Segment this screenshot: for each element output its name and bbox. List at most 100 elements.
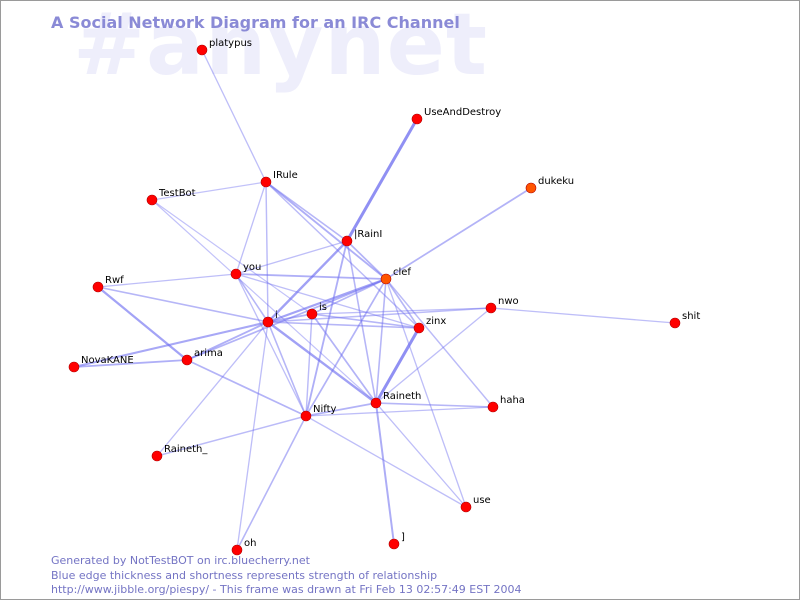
node-TestBot: TestBot: [146, 188, 196, 206]
node-label: Raineth: [383, 391, 421, 402]
node-NovaKANE: NovaKANE: [68, 355, 134, 373]
edge-i-NovaKANE: [72, 320, 270, 369]
edge-arima-Nifty: [186, 359, 307, 417]
node-you: you: [230, 262, 261, 280]
node-dukeku: dukeku: [525, 176, 574, 194]
edge-Nifty-haha: [305, 406, 494, 417]
edge-is-zinx: [311, 313, 420, 329]
node-dot: [181, 354, 193, 366]
edge-you-i: [235, 273, 269, 323]
edge-Raineth-use: [375, 402, 467, 508]
edge-Nifty-Raineth_: [156, 415, 307, 457]
edge-IRainI-Nifty: [305, 240, 348, 417]
node-dot: [411, 113, 423, 125]
node-Raineth: Raineth: [370, 391, 421, 409]
node-dot: [92, 281, 104, 293]
node-dot: [487, 401, 499, 413]
edge-i-zinx: [267, 321, 420, 329]
node-label: ]: [401, 532, 405, 543]
node-dot: [300, 410, 312, 422]
node-Nifty: Nifty: [300, 404, 337, 422]
edge-is-Raineth: [311, 313, 377, 404]
edge-nwo-is: [311, 307, 492, 315]
edge-arima-NovaKANE: [73, 359, 188, 368]
node-dot: [260, 176, 272, 188]
node-label: shit: [682, 311, 700, 322]
node-label: i: [275, 310, 278, 321]
edge-clef-use: [385, 278, 467, 508]
edge-i-Raineth_: [156, 321, 269, 457]
node-dot: [669, 317, 681, 329]
node-dot: [341, 235, 353, 247]
footer-info: Generated by NotTestBOT on irc.bluecherr…: [51, 554, 521, 598]
node-UseAndDestroy: UseAndDestroy: [411, 107, 501, 125]
edge-i-Nifty: [267, 321, 307, 417]
edge-nwo-shit: [490, 307, 676, 324]
node-dot: [306, 308, 318, 320]
node-dot: [231, 544, 243, 556]
node-dot: [485, 302, 497, 314]
edge-Raineth-haha: [375, 402, 494, 408]
edge-IRainI-i: [266, 239, 349, 324]
node-J: ]: [388, 532, 405, 550]
node-dot: [370, 397, 382, 409]
edge-UseAndDestroy-IRainI: [345, 117, 419, 243]
node-label: UseAndDestroy: [424, 107, 501, 118]
node-dot: [413, 322, 425, 334]
node-nwo: nwo: [485, 296, 519, 314]
node-zinx: zinx: [413, 316, 446, 334]
node-dot: [151, 450, 163, 462]
node-dot: [230, 268, 242, 280]
node-dot: [146, 194, 158, 206]
edge-clef-Raineth: [375, 278, 387, 404]
node-label: platypus: [209, 38, 252, 49]
footer-legend-note: Blue edge thickness and shortness repres…: [51, 568, 438, 582]
node-platypus: platypus: [196, 38, 252, 56]
edge-TestBot-Raineth: [151, 199, 377, 404]
edge-IRule-TestBot: [151, 181, 267, 201]
edge-IRule-i: [265, 181, 269, 323]
edge-i-oh: [236, 321, 269, 551]
node-dot: [525, 182, 537, 194]
edge-Raineth-Nifty: [305, 402, 377, 417]
edge-TestBot-is: [151, 199, 313, 315]
node-i: i: [262, 310, 278, 328]
node-label: |RainI: [354, 229, 382, 240]
node-label: is: [319, 302, 327, 313]
edge-clef-haha: [385, 278, 494, 408]
node-haha: haha: [487, 395, 525, 413]
node-Raineth_: Raineth_: [151, 444, 208, 462]
edge-Raineth-J: [375, 402, 395, 545]
edge-IRule-you: [235, 181, 267, 275]
node-label: you: [243, 262, 261, 273]
node-dot: [262, 316, 274, 328]
edge-zinx-Raineth: [374, 326, 421, 405]
node-label: zinx: [426, 316, 446, 327]
node-dot: [68, 361, 80, 373]
node-label: haha: [500, 395, 525, 406]
edge-Rwf-arima: [96, 285, 189, 362]
node-is: is: [306, 302, 327, 320]
node-label: TestBot: [158, 188, 196, 199]
edge-Nifty-oh: [236, 415, 307, 551]
node-clef: clef: [380, 267, 411, 285]
edge-i-arima: [186, 321, 269, 361]
footer-frame-timestamp: http://www.jibble.org/piespy/ - This fra…: [51, 583, 522, 596]
node-dot: [196, 44, 208, 56]
edge-is-i: [267, 313, 313, 323]
edge-platypus-IRule: [201, 49, 267, 183]
node-label: Nifty: [313, 404, 337, 415]
footer-generated-by: Generated by NotTestBOT on irc.bluecherr…: [51, 554, 310, 567]
edge-i-Raineth: [266, 320, 378, 405]
node-label: NovaKANE: [81, 355, 134, 366]
edge-you-clef: [235, 273, 387, 280]
node-label: IRule: [273, 170, 298, 181]
node-IRainI: |RainI: [341, 229, 382, 247]
edge-is-Nifty: [305, 313, 313, 417]
node-shit: shit: [669, 311, 700, 329]
edge-clef-zinx: [385, 278, 420, 329]
node-arima: arima: [181, 348, 223, 366]
node-label: use: [473, 495, 491, 506]
